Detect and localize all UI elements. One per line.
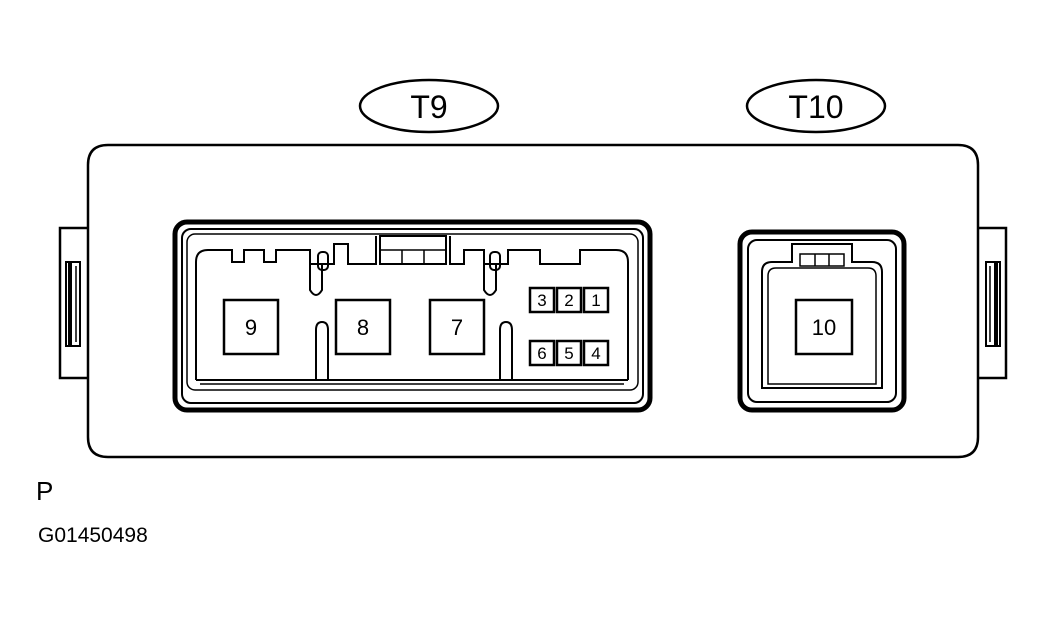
pin-10-label: 10 <box>812 315 836 340</box>
view-label: P <box>36 476 54 506</box>
pin-9: 9 <box>222 298 280 356</box>
pin-8: 8 <box>334 298 392 356</box>
pin-6-label: 6 <box>537 344 546 363</box>
left-latch-tab <box>58 226 88 380</box>
pin-5: 5 <box>555 339 583 367</box>
pin-7: 7 <box>428 298 486 356</box>
callout-t9-label: T9 <box>410 89 447 125</box>
pin-5-label: 5 <box>564 344 573 363</box>
callout-t9: T9 <box>358 78 500 134</box>
pin-1: 1 <box>582 286 610 314</box>
pin-9-label: 9 <box>245 315 257 340</box>
pin-10: 10 <box>794 298 854 356</box>
pin-2: 2 <box>555 286 583 314</box>
pin-4-label: 4 <box>591 344 600 363</box>
pin-1-label: 1 <box>591 291 600 310</box>
pin-3-label: 3 <box>537 291 546 310</box>
right-latch-tab <box>978 226 1008 380</box>
connector-t9-socket <box>172 219 653 413</box>
pin-8-label: 8 <box>357 315 369 340</box>
pin-2-label: 2 <box>564 291 573 310</box>
callout-t10-label: T10 <box>788 89 843 125</box>
figure-id: G01450498 <box>38 524 148 547</box>
pin-3: 3 <box>528 286 556 314</box>
connector-t10-socket <box>737 229 907 413</box>
callout-t10: T10 <box>745 78 887 134</box>
pin-6: 6 <box>528 339 556 367</box>
connector-housing <box>86 143 980 459</box>
pin-4: 4 <box>582 339 610 367</box>
pin-7-label: 7 <box>451 315 463 340</box>
